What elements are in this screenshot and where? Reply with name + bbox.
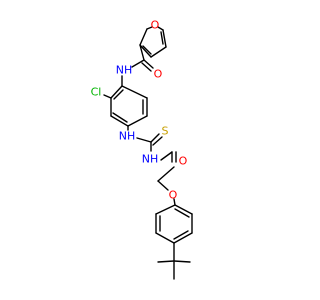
molecule-diagram: O NH O Cl NH S NH O O bbox=[91, 19, 193, 280]
bond bbox=[110, 85, 123, 99]
bond bbox=[155, 232, 175, 244]
bond bbox=[160, 151, 173, 161]
bond bbox=[112, 112, 128, 123]
bond bbox=[160, 31, 164, 45]
amide-nh-label: NH bbox=[116, 64, 133, 77]
thiourea-nh2-label: NH bbox=[142, 153, 159, 166]
bond bbox=[139, 28, 148, 46]
bond bbox=[103, 94, 112, 99]
bond bbox=[131, 59, 145, 68]
ether-oxygen-label: O bbox=[169, 189, 178, 202]
furan-oxygen-label: O bbox=[151, 19, 160, 32]
bond bbox=[146, 26, 153, 30]
bond bbox=[157, 260, 175, 263]
bond bbox=[139, 44, 152, 58]
bond bbox=[113, 89, 124, 100]
bond bbox=[157, 166, 175, 182]
bond bbox=[136, 137, 152, 143]
bond bbox=[173, 232, 193, 244]
structure-canvas: O NH O Cl NH S NH O O bbox=[90, 18, 193, 280]
bond bbox=[141, 62, 152, 72]
bond bbox=[173, 198, 176, 206]
bond bbox=[155, 204, 176, 215]
bond bbox=[150, 46, 167, 58]
bond bbox=[174, 204, 193, 215]
bond bbox=[162, 29, 167, 48]
bond bbox=[173, 230, 189, 240]
bond bbox=[152, 136, 163, 146]
bond bbox=[110, 115, 129, 127]
bond bbox=[174, 208, 190, 218]
bond bbox=[127, 115, 148, 127]
bond bbox=[150, 133, 160, 143]
bond bbox=[121, 85, 148, 99]
bond bbox=[173, 260, 191, 263]
amide-oxygen-label: O bbox=[154, 68, 163, 81]
bond bbox=[142, 45, 152, 55]
acyl-oxygen-label: O bbox=[179, 155, 188, 168]
bond bbox=[143, 59, 154, 69]
bond bbox=[139, 44, 145, 61]
sulfur-label: S bbox=[162, 125, 169, 138]
thiourea-nh1-label: NH bbox=[119, 130, 136, 143]
bond bbox=[157, 26, 164, 31]
bond bbox=[157, 180, 169, 191]
chlorine-label: Cl bbox=[91, 86, 102, 99]
